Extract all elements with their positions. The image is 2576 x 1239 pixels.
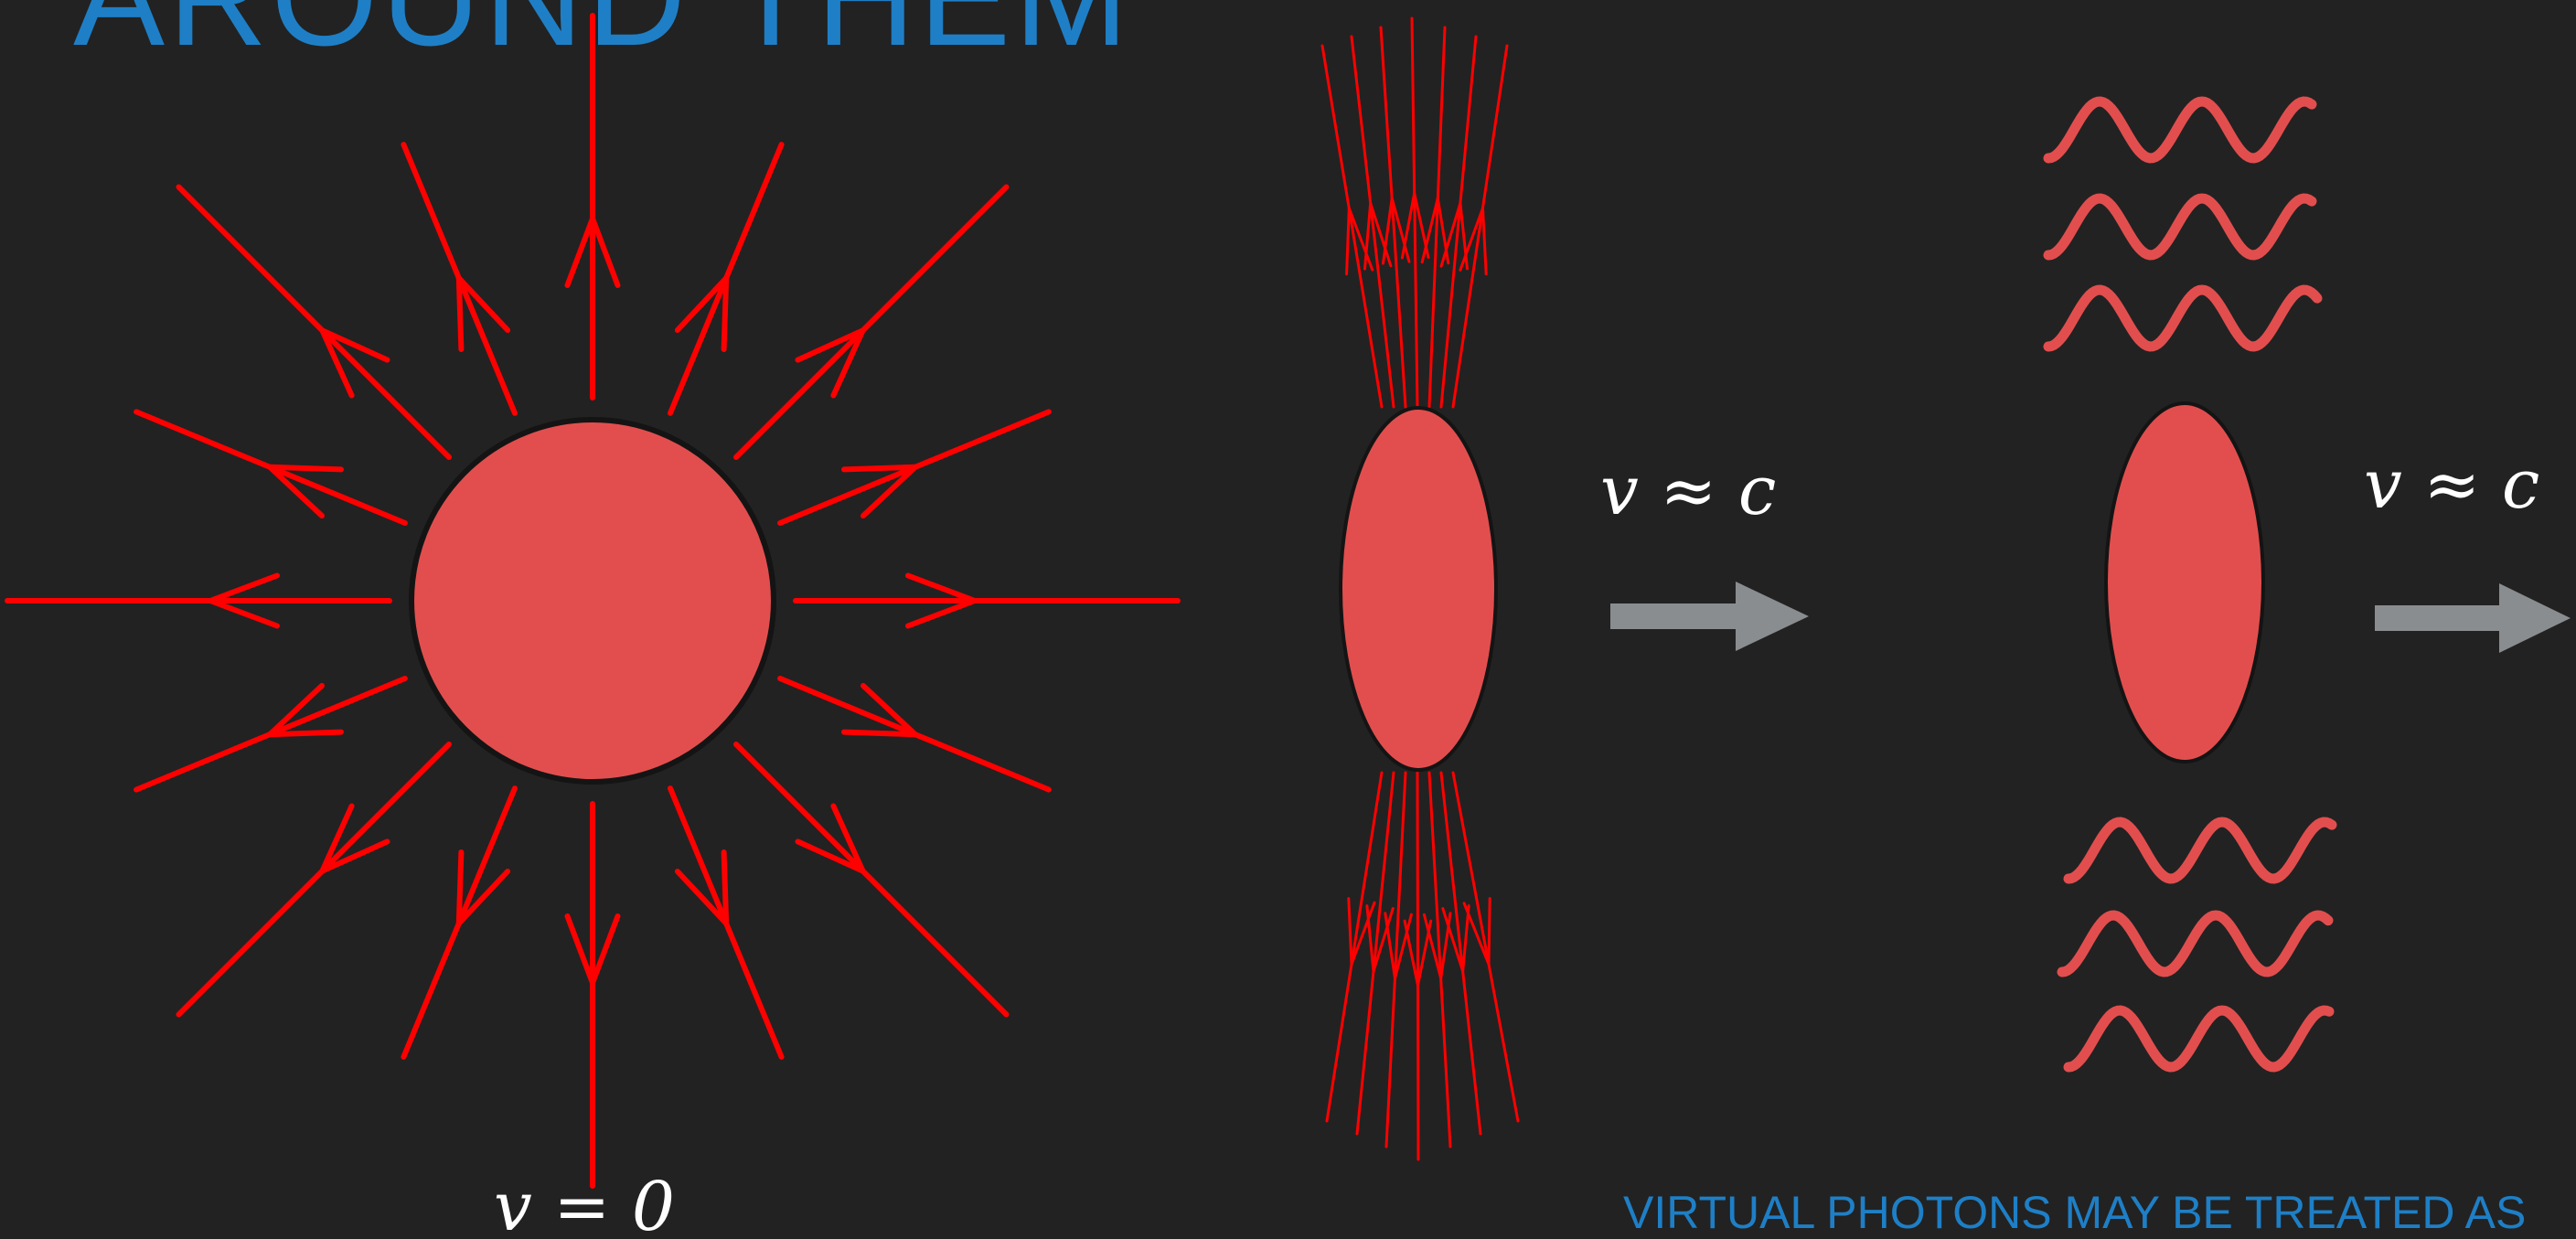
field-arrowhead-icon (564, 216, 621, 288)
moving-charge (1339, 406, 1498, 772)
field-line (1320, 44, 1384, 409)
field-line (176, 742, 452, 1018)
photon-wave (2043, 193, 2317, 261)
field-arrowhead-icon (1384, 912, 1413, 980)
field-line (1379, 26, 1407, 409)
field-line (1384, 771, 1407, 1148)
field-arrowhead-icon (1363, 201, 1393, 271)
field-arrowhead-icon (319, 327, 390, 399)
field-arrowhead-icon (1400, 191, 1430, 260)
field-arrowhead-icon (674, 275, 730, 352)
field-line (176, 184, 452, 460)
field-arrowhead-icon (1382, 197, 1411, 265)
motion-arrow-icon (1610, 582, 1809, 651)
rest-velocity-label: v = 0 (494, 1168, 675, 1239)
field-arrowhead-icon (795, 327, 866, 399)
photon-wave (2063, 817, 2337, 884)
field-arrowhead-icon (455, 275, 511, 352)
velocity-label-1: v ≈ c (1600, 452, 1776, 530)
rest-charge (409, 417, 776, 785)
field-arrowhead-icon (455, 849, 511, 926)
field-arrowhead-icon (841, 464, 918, 519)
field-arrowhead-icon (795, 803, 866, 874)
field-arrowhead-icon (1345, 207, 1374, 276)
photon-wave (2043, 284, 2323, 352)
field-arrowhead-icon (319, 803, 390, 874)
moving-charge-photons (2104, 401, 2265, 764)
page-title: AROUND THEM (73, 0, 1132, 66)
field-line (1439, 771, 1482, 1136)
photon-wave (2057, 910, 2334, 977)
field-line (1427, 771, 1452, 1148)
field-line (1427, 26, 1447, 409)
motion-arrow-icon-2 (2375, 583, 2571, 653)
field-line (1439, 35, 1478, 409)
field-arrowhead-icon (1439, 201, 1469, 271)
field-arrowhead-icon (841, 682, 918, 738)
field-arrowhead-icon (208, 572, 280, 629)
photon-wave (2063, 1005, 2335, 1073)
field-line (733, 184, 1010, 460)
field-arrowhead-icon (1462, 897, 1491, 966)
field-arrowhead-icon (564, 913, 621, 986)
rest-charge-field-lines (5, 13, 1181, 1189)
field-arrowhead-icon (1420, 197, 1450, 265)
field-arrowhead-icon (1422, 912, 1452, 980)
field-arrowhead-icon (267, 464, 344, 519)
field-arrowhead-icon (1403, 919, 1433, 988)
field-line (1410, 16, 1419, 409)
field-line (1416, 771, 1420, 1161)
moving-charge-field-lines (1320, 16, 1520, 1161)
field-line (1355, 771, 1395, 1136)
field-line (1451, 44, 1509, 409)
field-arrowhead-icon (905, 572, 978, 629)
footnote-text: VIRTUAL PHOTONS MAY BE TREATED AS (1623, 1187, 2527, 1238)
field-line (733, 742, 1010, 1018)
virtual-photon-waves (2043, 96, 2337, 1073)
field-line (1451, 771, 1520, 1123)
field-arrowhead-icon (1441, 904, 1470, 973)
photon-wave (2043, 96, 2317, 164)
velocity-label-2: v ≈ c (2364, 445, 2539, 524)
field-line (1350, 35, 1395, 409)
field-line (1325, 771, 1384, 1123)
field-arrowhead-icon (267, 682, 344, 738)
field-arrowhead-icon (1459, 207, 1488, 276)
field-arrowhead-icon (674, 849, 730, 926)
field-arrowhead-icon (1347, 897, 1376, 966)
